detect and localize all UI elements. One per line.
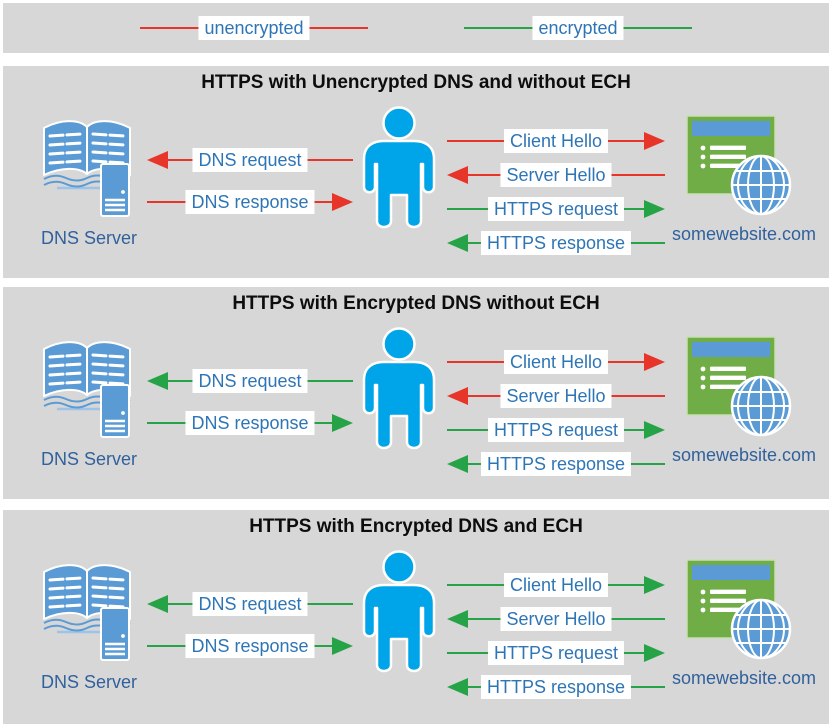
arrow-label: DNS response bbox=[185, 190, 315, 214]
arrow-label: HTTPS response bbox=[480, 452, 632, 476]
arrow-head-icon bbox=[447, 610, 468, 628]
arrow-label: Server Hello bbox=[500, 163, 612, 187]
arrow-label: DNS response bbox=[185, 411, 315, 435]
arrow-label: DNS request bbox=[192, 148, 308, 172]
arrow-label: Server Hello bbox=[500, 607, 612, 631]
dns-flow-zone: DNS request DNS response bbox=[147, 66, 353, 278]
arrow-label: Client Hello bbox=[503, 129, 609, 153]
scenario-panel: HTTPS with Encrypted DNS without ECH bbox=[3, 287, 829, 499]
panel-title: HTTPS with Unencrypted DNS and without E… bbox=[201, 72, 631, 93]
flow-arrow: HTTPS request bbox=[447, 197, 665, 221]
legend-bar: unencrypted encrypted bbox=[3, 3, 829, 53]
scenario-panels: HTTPS with Unencrypted DNS and without E… bbox=[3, 66, 829, 724]
user-icon bbox=[357, 106, 441, 234]
panel-title: HTTPS with Encrypted DNS and ECH bbox=[249, 516, 583, 537]
arrow-head-icon bbox=[644, 200, 665, 218]
arrow-head-icon bbox=[447, 234, 468, 252]
dns-server-label: DNS Server bbox=[40, 449, 138, 469]
https-flow-zone: Client Hello Server Hello HTTPS request … bbox=[447, 287, 665, 499]
user-icon bbox=[357, 327, 441, 455]
flow-arrow: Server Hello bbox=[447, 163, 665, 187]
scenario-panel: HTTPS with Encrypted DNS and ECH bbox=[3, 510, 829, 724]
dns-server-label: DNS Server bbox=[40, 672, 138, 692]
arrow-head-icon bbox=[644, 576, 665, 594]
arrow-label: HTTPS request bbox=[487, 418, 625, 442]
dns-flow-zone: DNS request DNS response bbox=[147, 510, 353, 724]
flow-arrow: DNS response bbox=[147, 634, 353, 658]
website-label: somewebsite.com bbox=[671, 224, 817, 244]
legend-label-encrypted: encrypted bbox=[532, 16, 624, 40]
website-icon bbox=[683, 112, 795, 218]
flow-arrow: HTTPS response bbox=[447, 675, 665, 699]
https-flow-zone: Client Hello Server Hello HTTPS request … bbox=[447, 66, 665, 278]
website-icon bbox=[683, 556, 795, 662]
flow-arrow: HTTPS response bbox=[447, 452, 665, 476]
website-label: somewebsite.com bbox=[671, 668, 817, 688]
flow-arrow: DNS response bbox=[147, 190, 353, 214]
arrow-head-icon bbox=[644, 421, 665, 439]
flow-arrow: DNS request bbox=[147, 592, 353, 616]
https-flow-zone: Client Hello Server Hello HTTPS request … bbox=[447, 510, 665, 724]
arrow-head-icon bbox=[332, 193, 353, 211]
arrow-head-icon bbox=[332, 414, 353, 432]
arrow-head-icon bbox=[644, 644, 665, 662]
arrow-head-icon bbox=[147, 372, 168, 390]
arrow-head-icon bbox=[644, 132, 665, 150]
flow-arrow: Server Hello bbox=[447, 607, 665, 631]
dns-server-label: DNS Server bbox=[40, 228, 138, 248]
arrow-head-icon bbox=[447, 166, 468, 184]
flow-arrow: Server Hello bbox=[447, 384, 665, 408]
flow-arrow: HTTPS response bbox=[447, 231, 665, 255]
arrow-head-icon bbox=[447, 678, 468, 696]
arrow-label: Client Hello bbox=[503, 573, 609, 597]
arrow-head-icon bbox=[447, 455, 468, 473]
dns-server-icon bbox=[35, 112, 147, 220]
arrow-label: DNS request bbox=[192, 369, 308, 393]
arrow-label: DNS request bbox=[192, 592, 308, 616]
arrow-label: HTTPS request bbox=[487, 197, 625, 221]
flow-arrow: Client Hello bbox=[447, 129, 665, 153]
arrow-head-icon bbox=[332, 637, 353, 655]
panel-title: HTTPS with Encrypted DNS without ECH bbox=[232, 293, 600, 314]
website-label: somewebsite.com bbox=[671, 445, 817, 465]
arrow-head-icon bbox=[644, 353, 665, 371]
flow-arrow: HTTPS request bbox=[447, 641, 665, 665]
arrow-head-icon bbox=[447, 387, 468, 405]
scenario-panel: HTTPS with Unencrypted DNS and without E… bbox=[3, 66, 829, 278]
flow-arrow: Client Hello bbox=[447, 350, 665, 374]
flow-arrow: DNS response bbox=[147, 411, 353, 435]
arrow-label: HTTPS response bbox=[480, 675, 632, 699]
dns-server-icon bbox=[35, 333, 147, 441]
arrow-label: HTTPS response bbox=[480, 231, 632, 255]
arrow-head-icon bbox=[147, 151, 168, 169]
arrow-label: Server Hello bbox=[500, 384, 612, 408]
arrow-head-icon bbox=[147, 595, 168, 613]
flow-arrow: DNS request bbox=[147, 369, 353, 393]
flow-arrow: DNS request bbox=[147, 148, 353, 172]
arrow-label: HTTPS request bbox=[487, 641, 625, 665]
website-icon bbox=[683, 333, 795, 439]
arrow-label: DNS response bbox=[185, 634, 315, 658]
arrow-label: Client Hello bbox=[503, 350, 609, 374]
flow-arrow: HTTPS request bbox=[447, 418, 665, 442]
legend-item-encrypted: encrypted bbox=[464, 15, 692, 41]
user-icon bbox=[357, 550, 441, 678]
legend-item-unencrypted: unencrypted bbox=[140, 15, 368, 41]
flow-arrow: Client Hello bbox=[447, 573, 665, 597]
legend-label-unencrypted: unencrypted bbox=[198, 16, 310, 40]
dns-server-icon bbox=[35, 556, 147, 664]
dns-flow-zone: DNS request DNS response bbox=[147, 287, 353, 499]
